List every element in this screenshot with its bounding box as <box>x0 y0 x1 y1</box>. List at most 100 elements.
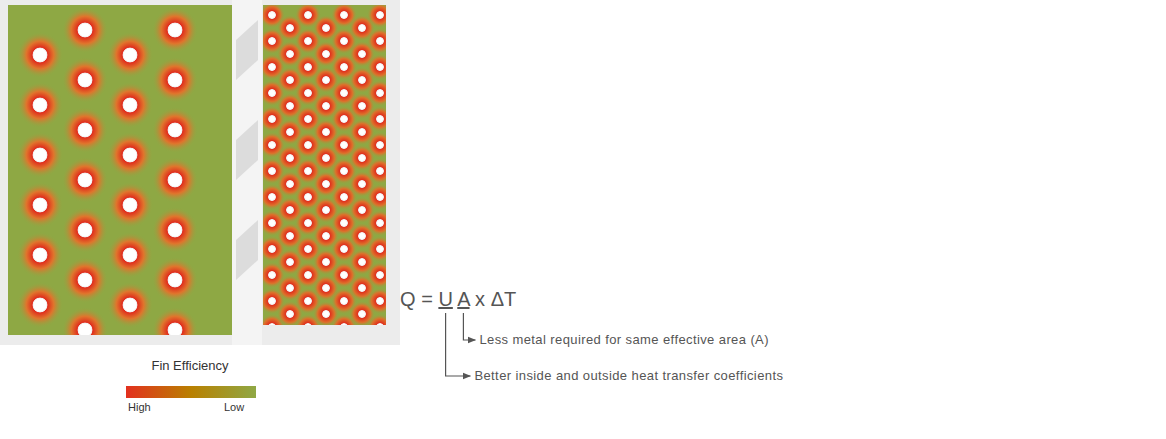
tube-hole <box>78 323 92 335</box>
tube-hole <box>323 233 330 240</box>
tube-hole <box>305 246 312 253</box>
tube-hole <box>33 198 47 212</box>
tube-hole <box>269 64 276 71</box>
efficiency-halo <box>17 332 63 335</box>
tube-hole <box>269 324 276 326</box>
tube-hole <box>359 311 366 318</box>
gradient-swatch <box>126 386 191 398</box>
tube-hole <box>359 25 366 32</box>
tube-hole <box>341 298 348 305</box>
tube-hole <box>305 272 312 279</box>
tube-hole <box>78 223 92 237</box>
faded-coil-photo <box>0 0 400 345</box>
tube-hole <box>287 155 294 162</box>
tube-hole <box>269 142 276 149</box>
tube-hole <box>323 155 330 162</box>
tube-hole <box>359 155 366 162</box>
tube-hole <box>377 38 384 45</box>
tube-hole <box>123 48 137 62</box>
tube-hole <box>323 259 330 266</box>
tube-hole <box>305 64 312 71</box>
tube-hole <box>341 116 348 123</box>
efficiency-halo <box>107 132 153 178</box>
tube-hole <box>323 207 330 214</box>
tube-hole <box>305 12 312 19</box>
efficiency-halo <box>367 262 386 288</box>
efficiency-halo <box>107 332 153 335</box>
tube-hole <box>377 298 384 305</box>
tube-hole <box>33 48 47 62</box>
efficiency-halo <box>107 82 153 128</box>
tube-hole <box>341 168 348 175</box>
efficiency-halo <box>107 232 153 278</box>
tube-hole <box>341 90 348 97</box>
tube-hole <box>305 324 312 326</box>
tube-hole <box>33 248 47 262</box>
efficiency-halo <box>367 158 386 184</box>
tube-hole <box>341 246 348 253</box>
efficiency-halo <box>62 307 108 335</box>
tube-hole <box>78 273 92 287</box>
tube-hole <box>287 181 294 188</box>
gradient-swatch <box>191 386 256 398</box>
tube-hole <box>341 64 348 71</box>
tube-hole <box>33 98 47 112</box>
tube-hole <box>305 168 312 175</box>
tube-hole <box>341 324 348 326</box>
faded-coil-photo <box>232 0 262 345</box>
efficiency-halo <box>367 132 386 158</box>
tube-hole <box>305 194 312 201</box>
tube-hole <box>287 285 294 292</box>
efficiency-halo <box>17 232 63 278</box>
tube-hole <box>323 25 330 32</box>
tube-hole <box>377 64 384 71</box>
tube-hole <box>305 116 312 123</box>
tube-hole <box>341 220 348 227</box>
fin-panel <box>8 5 232 335</box>
tube-hole <box>168 273 182 287</box>
leader-arrow <box>446 313 471 376</box>
tube-hole <box>287 233 294 240</box>
tube-hole <box>78 123 92 137</box>
tube-hole <box>168 23 182 37</box>
efficiency-halo <box>17 32 63 78</box>
tube-hole <box>33 148 47 162</box>
tube-hole <box>377 168 384 175</box>
tube-hole <box>287 25 294 32</box>
tube-hole <box>359 285 366 292</box>
efficiency-halo <box>152 7 198 53</box>
tube-hole <box>377 324 384 326</box>
efficiency-halo <box>152 207 198 253</box>
tube-hole <box>78 73 92 87</box>
tube-hole <box>269 38 276 45</box>
tube-hole <box>168 223 182 237</box>
tube-hole <box>123 198 137 212</box>
leader-arrow <box>463 313 475 340</box>
efficiency-halo <box>17 132 63 178</box>
tube-hole <box>123 98 137 112</box>
efficiency-halo <box>62 107 108 153</box>
tube-hole <box>323 77 330 84</box>
tube-hole <box>287 311 294 318</box>
tube-hole <box>168 73 182 87</box>
efficiency-halo <box>152 307 198 335</box>
tube-hole <box>78 173 92 187</box>
tube-hole <box>305 298 312 305</box>
tube-hole <box>377 194 384 201</box>
tube-hole <box>123 298 137 312</box>
efficiency-halo <box>62 207 108 253</box>
tube-hole <box>269 90 276 97</box>
tube-hole <box>359 103 366 110</box>
tube-hole <box>287 77 294 84</box>
tube-hole <box>269 168 276 175</box>
efficiency-halo <box>17 82 63 128</box>
tube-hole <box>269 194 276 201</box>
tube-hole <box>287 129 294 136</box>
tube-hole <box>341 142 348 149</box>
legend-label: High <box>128 401 151 414</box>
tube-hole <box>323 181 330 188</box>
tube-hole <box>33 298 47 312</box>
efficiency-halo <box>107 282 153 328</box>
efficiency-halo <box>367 106 386 132</box>
